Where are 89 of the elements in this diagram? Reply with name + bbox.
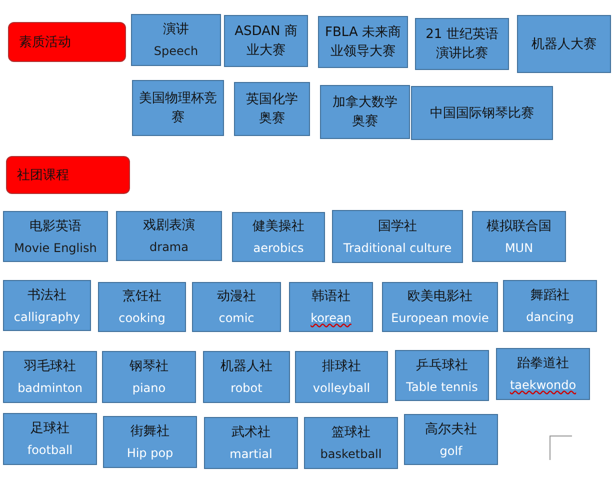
english-name: cooking <box>118 310 166 327</box>
chinese-name: 烹饪社 <box>122 288 162 306</box>
activity-box <box>131 14 221 66</box>
chinese-name: ASDAN 商业大赛 <box>234 23 298 60</box>
english-name: volleyball <box>312 380 370 397</box>
category-header <box>8 22 126 62</box>
chinese-name: 21 世纪英语演讲比赛 <box>424 26 500 63</box>
chinese-name: 国学社 <box>378 218 417 236</box>
chinese-name: 健美操社 <box>252 218 304 236</box>
english-name: Traditional culture <box>343 240 452 256</box>
chinese-name: 演讲 <box>163 21 189 39</box>
english-name: piano <box>132 380 166 397</box>
english-name: European movie <box>391 310 489 327</box>
activity-box <box>224 15 308 67</box>
english-name: taekwondo <box>510 377 576 394</box>
chinese-name: 羽毛球社 <box>24 358 76 376</box>
chinese-name: 书法社 <box>28 286 66 304</box>
english-name: MUN <box>504 240 534 256</box>
chinese-name: 社团课程 <box>17 166 69 184</box>
english-name: korean <box>310 310 352 327</box>
activity-box <box>102 351 196 403</box>
english-name: martial <box>230 446 272 463</box>
english-name: golf <box>440 442 462 460</box>
chinese-name: 韩语社 <box>312 288 350 306</box>
chinese-name: 武术社 <box>232 424 270 442</box>
chinese-name: 机器人社 <box>220 358 272 376</box>
chinese-name: FBLA 未来商业领导大赛 <box>325 24 401 61</box>
chinese-name: 英国化学奥赛 <box>245 91 299 128</box>
english-name: Speech <box>154 43 198 60</box>
chinese-name: 戏剧表演 <box>143 217 195 235</box>
english-name: robot <box>230 380 262 397</box>
chinese-name: 排球社 <box>322 358 361 376</box>
activity-box <box>3 280 91 331</box>
activity-box <box>404 414 498 465</box>
chinese-name: 篮球社 <box>332 424 370 442</box>
activity-box <box>304 417 398 469</box>
english-name: drama <box>150 239 188 256</box>
english-name: badminton <box>18 380 82 397</box>
english-name: football <box>27 442 73 459</box>
activity-box <box>203 351 290 403</box>
activity-box <box>415 18 509 70</box>
chinese-name: 动漫社 <box>217 288 256 306</box>
english-name: aerobics <box>253 240 304 257</box>
activity-box <box>503 280 597 332</box>
chinese-name: 模拟联合国 <box>486 218 552 236</box>
english-name: Table tennis <box>406 378 478 396</box>
activity-box <box>472 211 566 262</box>
chinese-name: 素质活动 <box>19 34 71 52</box>
activity-box <box>103 416 197 468</box>
activity-box <box>3 351 97 403</box>
english-name: basketball <box>320 446 382 463</box>
activity-box <box>295 351 388 403</box>
activity-box <box>496 348 590 400</box>
chinese-name: 跆拳道社 <box>517 355 569 373</box>
chinese-name: 电影英语 <box>30 218 82 236</box>
activity-box <box>332 210 463 263</box>
activity-box <box>204 417 298 469</box>
activity-box <box>132 80 224 136</box>
activity-box <box>116 211 222 261</box>
activity-box <box>318 16 408 68</box>
activity-box <box>234 82 310 136</box>
activity-box <box>192 282 281 332</box>
activity-box <box>289 282 373 332</box>
activity-box <box>411 86 553 140</box>
english-name: Hip pop <box>126 445 174 462</box>
activity-box <box>232 212 325 262</box>
category-header <box>6 156 130 194</box>
activity-box <box>517 15 611 73</box>
chinese-name: 机器人大赛 <box>532 36 596 54</box>
english-name: comic <box>218 310 254 327</box>
chinese-name: 高尔夫社 <box>425 420 477 438</box>
chinese-name: 街舞社 <box>130 423 170 441</box>
activity-box <box>382 282 498 332</box>
english-name: Movie English <box>14 240 97 256</box>
chinese-name: 中国国际钢琴比赛 <box>430 104 534 122</box>
chinese-name: 欧美电影社 <box>408 288 472 306</box>
chinese-name: 加拿大数学奥赛 <box>332 94 398 131</box>
activity-box <box>3 211 108 262</box>
activity-box <box>395 350 489 401</box>
activity-box <box>98 282 186 332</box>
chinese-name: 舞蹈社 <box>530 287 570 305</box>
activity-box <box>320 85 410 139</box>
chinese-name: 乒乓球社 <box>416 356 468 374</box>
english-name: calligraphy <box>14 308 80 326</box>
chinese-name: 足球社 <box>30 420 70 438</box>
activity-box <box>3 413 97 465</box>
chinese-name: 钢琴社 <box>130 358 168 376</box>
chinese-name: 美国物理杯竞赛 <box>139 90 217 127</box>
english-name: dancing <box>526 309 574 326</box>
